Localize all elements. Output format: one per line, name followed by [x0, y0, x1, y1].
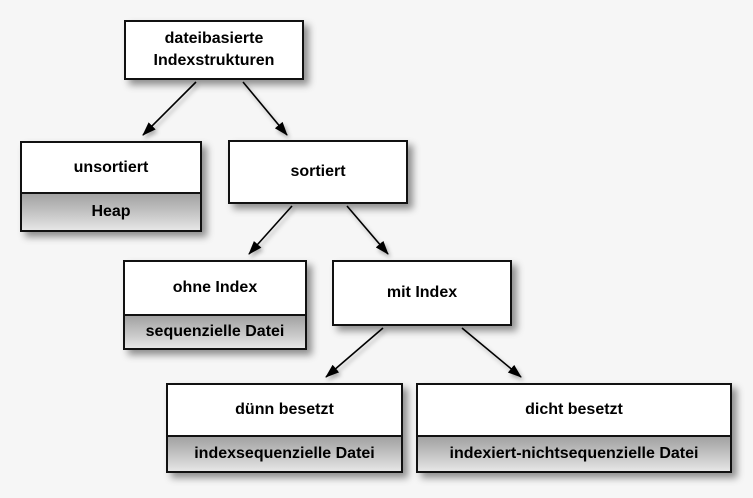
node-sublabel: Heap — [22, 192, 200, 230]
node-unsortiert: unsortiert Heap — [20, 141, 202, 232]
node-sublabel: indexiert-nichtsequenzielle Datei — [418, 435, 730, 471]
node-sublabel: indexsequenzielle Datei — [168, 435, 401, 471]
node-dicht-besetzt: dicht besetzt indexiert-nichtsequenziell… — [416, 383, 732, 473]
node-label: dateibasierte Indexstrukturen — [153, 30, 275, 69]
node-sortiert: sortiert — [228, 140, 408, 204]
edge-mit-index-to-dicht-besetzt — [461, 327, 522, 378]
node-label: unsortiert — [73, 158, 149, 176]
edge-mit-index-to-duenn-besetzt — [325, 327, 384, 378]
node-label: dicht besetzt — [525, 401, 623, 418]
node-mit-index: mit Index — [332, 260, 512, 326]
node-dateibasierte-indexstrukturen: dateibasierte Indexstrukturen — [124, 20, 304, 80]
node-sublabel: sequenzielle Datei — [125, 314, 305, 348]
edge-sortiert-to-mit-index — [346, 205, 389, 255]
edge-root-to-unsortiert — [142, 81, 197, 136]
node-label: mit Index — [386, 284, 458, 301]
edge-root-to-sortiert — [242, 81, 288, 136]
node-label: dünn besetzt — [235, 401, 334, 418]
node-label: ohne Index — [172, 279, 258, 296]
edge-sortiert-to-ohne-index — [248, 205, 293, 255]
node-label: sortiert — [290, 163, 346, 180]
node-ohne-index: ohne Index sequenzielle Datei — [123, 260, 307, 350]
node-duenn-besetzt: dünn besetzt indexsequenzielle Datei — [166, 383, 403, 473]
